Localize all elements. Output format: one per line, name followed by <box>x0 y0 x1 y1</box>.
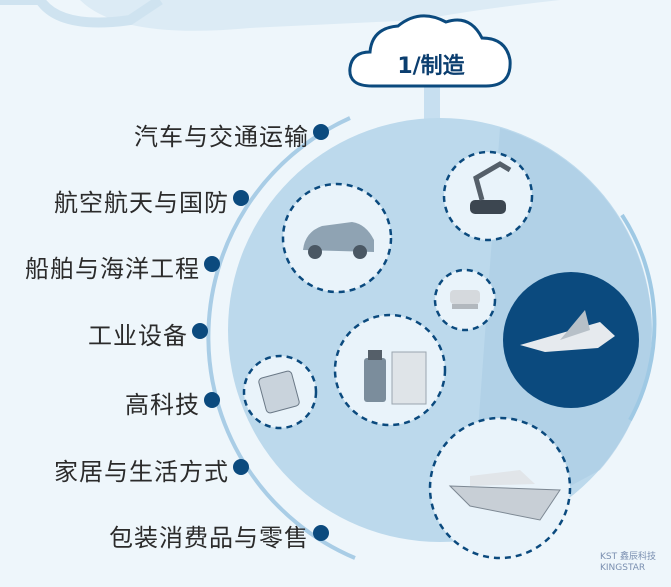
armchair-icon <box>433 268 497 332</box>
bullet-dot <box>204 392 220 408</box>
right-arc <box>620 213 657 421</box>
yacht-icon <box>428 416 572 560</box>
industry-home-lifestyle: 家居与生活方式 <box>0 452 249 486</box>
industry-label: 高科技 <box>125 391 200 419</box>
robot-arm-icon <box>442 150 534 242</box>
bullet-dot <box>313 525 329 541</box>
industry-consumer-retail: 包装消费品与零售 <box>0 518 329 552</box>
logo-prefix: KST <box>600 552 618 562</box>
industry-high-tech: 高科技 <box>0 385 220 419</box>
top-decoration <box>80 0 560 31</box>
jet-fighter-icon <box>503 272 639 408</box>
industry-industrial-equipment: 工业设备 <box>0 316 208 350</box>
industry-marine: 船舶与海洋工程 <box>0 249 220 283</box>
top-wave <box>0 0 163 28</box>
bullet-dot <box>233 190 249 206</box>
perfume-bag-icon <box>333 313 447 427</box>
bullet-dot <box>233 459 249 475</box>
industry-label: 船舶与海洋工程 <box>25 255 200 283</box>
cloud-label: 1/制造 <box>397 54 465 79</box>
car-icon <box>281 182 393 294</box>
bullet-dot <box>192 323 208 339</box>
industry-aerospace: 航空航天与国防 <box>0 183 249 217</box>
industry-label: 航空航天与国防 <box>54 189 229 217</box>
industry-label: 家居与生活方式 <box>54 458 229 486</box>
logo-cn: 鑫辰科技 <box>620 552 657 562</box>
industry-label: 汽车与交通运输 <box>134 123 309 151</box>
industry-label: 工业设备 <box>88 322 188 350</box>
logo-en: KINGSTAR <box>600 563 646 573</box>
kingstar-logo: KST 鑫辰科技 KINGSTAR <box>600 552 656 574</box>
bullet-dot <box>204 256 220 272</box>
bullet-dot <box>313 124 329 140</box>
industry-automotive: 汽车与交通运输 <box>0 117 329 151</box>
circuit-chip-icon <box>242 354 318 430</box>
outer-arc <box>206 116 356 560</box>
cloud <box>348 14 512 88</box>
industry-label: 包装消费品与零售 <box>109 524 309 552</box>
